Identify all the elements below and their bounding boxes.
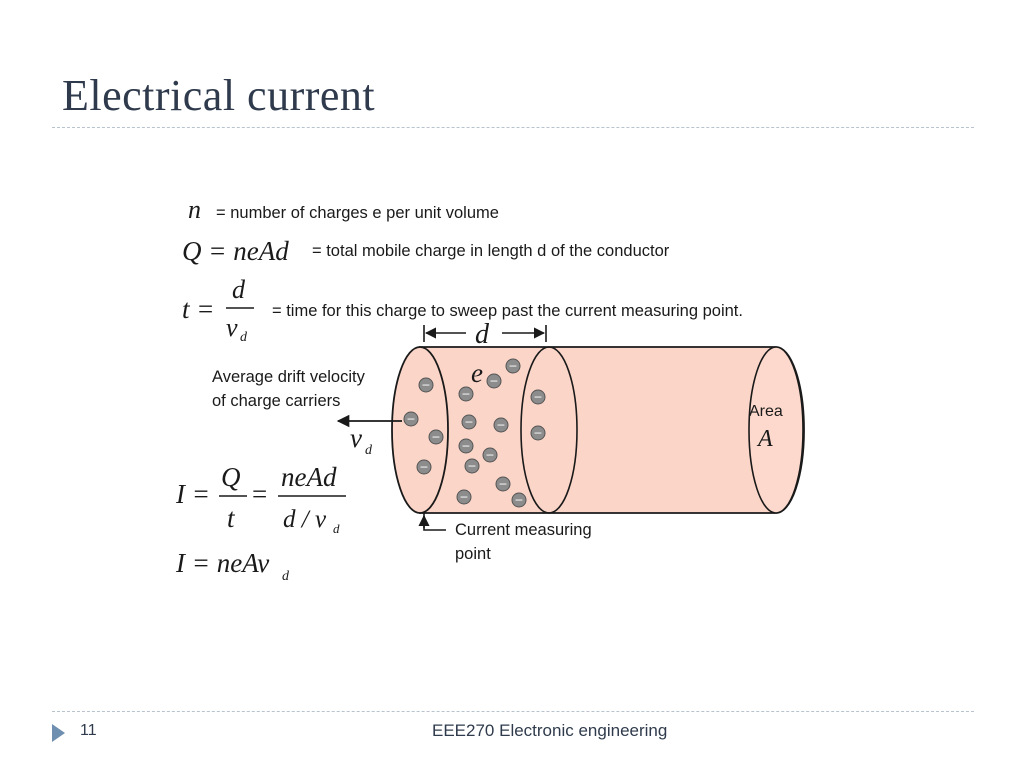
charge-marker: −	[458, 438, 474, 454]
definition-t: t = d v d = time for this charge to swee…	[182, 275, 743, 345]
drift-velocity: Average drift velocity of charge carrier…	[212, 368, 402, 458]
i-lhs: I =	[175, 479, 210, 509]
page-number: 11	[80, 722, 97, 739]
i-num2: neAd	[281, 462, 337, 492]
i-den2: d / v	[283, 506, 327, 533]
charge-marker: −	[464, 458, 480, 474]
definition-q: Q = neAd = total mobile charge in length…	[182, 236, 670, 266]
charge-marker: −	[493, 417, 509, 433]
t-lhs: t =	[182, 294, 214, 324]
drift-v-sub: d	[365, 443, 373, 458]
i-den1: t	[227, 503, 236, 533]
charge-sign: −	[498, 478, 507, 491]
final-equation: I = neAv	[175, 548, 269, 578]
charge-marker: −	[482, 447, 498, 463]
charge-marker: −	[458, 386, 474, 402]
i-num1: Q	[221, 462, 241, 492]
charge-marker: −	[428, 429, 444, 445]
charge-e-label: e	[471, 358, 483, 388]
footer-triangle-icon	[52, 724, 65, 742]
drift-v-symbol: v	[350, 423, 362, 453]
charge-marker: −	[486, 373, 502, 389]
charge-sign: −	[508, 360, 517, 373]
charge-sign: −	[489, 375, 498, 388]
length-dimension: d	[423, 319, 547, 350]
i-eq: =	[252, 479, 267, 509]
charge-sign: −	[496, 419, 505, 432]
final-equation-sub: d	[282, 569, 290, 584]
charge-sign: −	[459, 491, 468, 504]
charge-sign: −	[461, 440, 470, 453]
charge-sign: −	[467, 460, 476, 473]
charge-sign: −	[461, 388, 470, 401]
charge-sign: −	[485, 449, 494, 462]
area-word: Area	[749, 403, 783, 420]
area-symbol: A	[756, 426, 773, 452]
t-definition-text: = time for this charge to sweep past the…	[272, 302, 743, 320]
charge-sign: −	[406, 413, 415, 426]
charge-marker: −	[505, 358, 521, 374]
charge-sign: −	[431, 431, 440, 444]
mobile-charges: −−−−−−−−−−−−−−−−−	[403, 358, 546, 508]
charge-sign: −	[533, 391, 542, 404]
slide-title: Electrical current	[62, 71, 376, 120]
course-label: EEE270 Electronic engineering	[432, 721, 668, 740]
t-denominator-v: v	[226, 313, 238, 342]
n-symbol: n	[188, 195, 201, 224]
measuring-label-line1: Current measuring	[455, 521, 592, 539]
charge-marker: −	[530, 389, 546, 405]
measuring-point: Current measuring point	[418, 513, 592, 563]
footer-divider	[52, 711, 974, 712]
q-formula: Q = neAd	[182, 236, 289, 266]
drift-label-line2: of charge carriers	[212, 392, 340, 410]
charge-marker: −	[418, 377, 434, 393]
charge-marker: −	[416, 459, 432, 475]
charge-marker: −	[461, 414, 477, 430]
charge-sign: −	[464, 416, 473, 429]
charge-marker: −	[530, 425, 546, 441]
charge-marker: −	[495, 476, 511, 492]
charge-marker: −	[403, 411, 419, 427]
charge-marker: −	[511, 492, 527, 508]
charge-sign: −	[421, 379, 430, 392]
drift-label-line1: Average drift velocity	[212, 368, 366, 386]
charge-marker: −	[456, 489, 472, 505]
title-divider	[52, 127, 974, 128]
charge-sign: −	[514, 494, 523, 507]
far-end-cap	[748, 346, 804, 514]
t-numerator: d	[232, 275, 246, 304]
t-denominator-sub: d	[240, 330, 248, 345]
measuring-end-cap	[391, 346, 449, 514]
charge-sign: −	[533, 427, 542, 440]
measuring-label-line2: point	[455, 545, 491, 563]
n-definition-text: = number of charges e per unit volume	[216, 204, 499, 222]
current-equation: I = Q t = neAd d / v d I = neAv d	[175, 462, 346, 584]
i-den2-sub: d	[333, 521, 340, 536]
conductor-cylinder: Area A e	[391, 346, 805, 514]
charge-sign: −	[419, 461, 428, 474]
length-d-boundary	[520, 346, 578, 514]
q-definition-text: = total mobile charge in length d of the…	[312, 242, 670, 260]
definition-n: n = number of charges e per unit volume	[188, 195, 499, 224]
length-d-label: d	[475, 319, 490, 350]
